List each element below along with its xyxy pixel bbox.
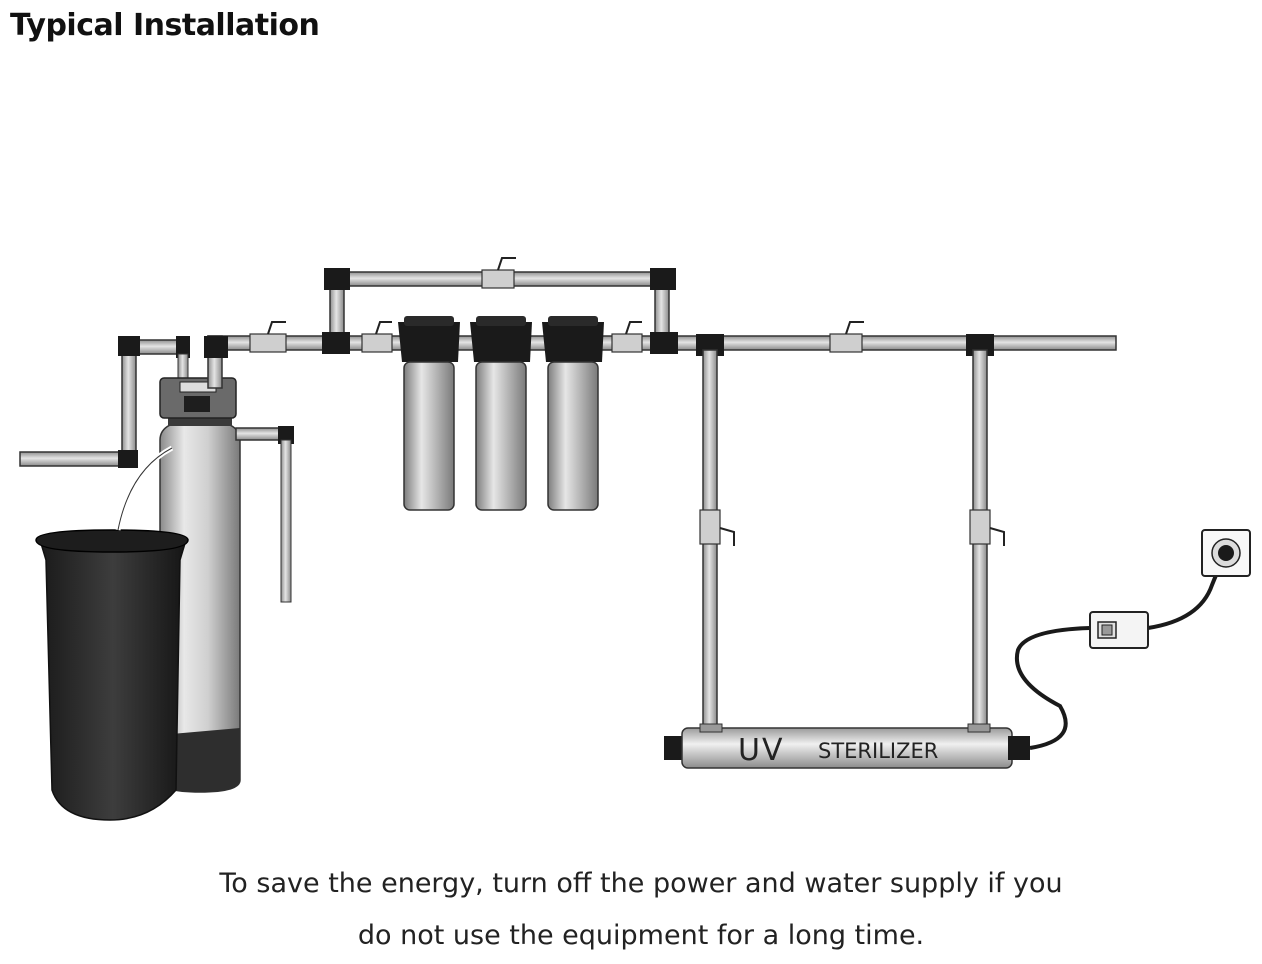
valve-3 <box>611 321 643 353</box>
uv-inlet-branch <box>699 349 735 733</box>
filter-housing-1 <box>398 316 460 511</box>
page-title: Typical Installation <box>10 8 320 43</box>
uv-sterilizer <box>664 723 1030 769</box>
filter-housing-2 <box>470 316 532 511</box>
uv-label-prefix: UV <box>738 733 784 768</box>
inlet-pipe <box>19 336 190 468</box>
power-cable <box>1014 553 1228 750</box>
drain-pipe <box>235 426 294 603</box>
control-valve <box>159 377 237 419</box>
valve-bypass <box>481 257 516 289</box>
uv-outlet-branch <box>969 349 1005 733</box>
valve-4 <box>829 321 864 353</box>
filter-housing-3 <box>542 316 604 511</box>
ballast-box <box>1089 611 1149 649</box>
wall-socket <box>1201 529 1251 577</box>
brine-tank <box>35 445 189 821</box>
softener-tank <box>159 410 241 793</box>
valve-1 <box>249 321 287 353</box>
caption-line-2: do not use the equipment for a long time… <box>357 920 925 951</box>
valve-2 <box>361 321 393 353</box>
caption-line-1: To save the energy, turn off the power a… <box>219 868 1063 899</box>
uv-label-name: STERILIZER <box>818 739 938 763</box>
